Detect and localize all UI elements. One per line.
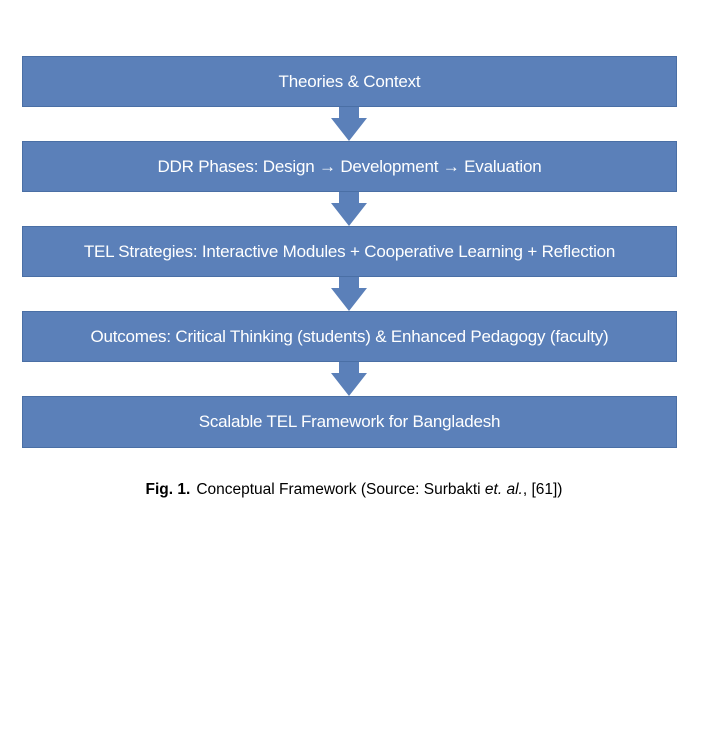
- box-ddr-phases: DDR Phases: Design → Development → Evalu…: [22, 141, 677, 192]
- caption-italic: et. al.: [484, 481, 523, 498]
- box-tel-strategies: TEL Strategies: Interactive Modules + Co…: [22, 226, 677, 277]
- box-label: TEL Strategies: Interactive Modules + Co…: [83, 241, 616, 261]
- box-scalable-framework: Scalable TEL Framework for Bangladesh: [22, 396, 677, 448]
- box-label: Theories & Context: [278, 71, 421, 91]
- caption-tail: , [61]): [522, 481, 563, 498]
- down-arrow-icon: [331, 192, 367, 226]
- box-label: Scalable TEL Framework for Bangladesh: [198, 412, 501, 431]
- down-arrow-icon: [331, 107, 367, 141]
- caption-text: Conceptual Framework (Source: Surbakti: [196, 481, 485, 498]
- box-label: DDR Phases: Design → Development → Evalu…: [157, 156, 542, 176]
- figure-label: Fig. 1.: [145, 481, 191, 498]
- box-theories-context: Theories & Context: [22, 56, 677, 107]
- down-arrow-icon: [331, 362, 367, 396]
- box-label: Outcomes: Critical Thinking (students) &…: [90, 326, 609, 346]
- down-arrow-icon: [331, 277, 367, 311]
- box-outcomes: Outcomes: Critical Thinking (students) &…: [22, 311, 677, 362]
- figure-caption: Fig. 1. Conceptual Framework (Source: Sur…: [0, 481, 708, 499]
